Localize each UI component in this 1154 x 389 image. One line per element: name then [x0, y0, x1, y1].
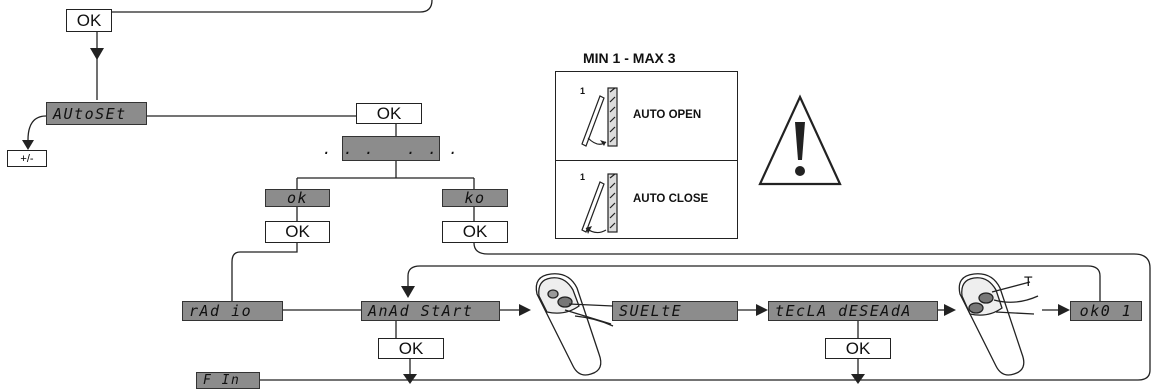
display-fin: F In — [196, 372, 260, 389]
plus-minus-button: +/- — [7, 150, 47, 167]
remote-control-icon-2: T — [958, 273, 1039, 376]
remote-control-icon — [535, 273, 614, 376]
display-autoset: AUtoSEt — [46, 102, 147, 125]
panel-row-number-close: 1 — [580, 172, 586, 182]
panel-row-label-close: AUTO CLOSE — [633, 193, 709, 205]
display-ko: ko — [442, 189, 508, 207]
ok-button-top: OK — [66, 9, 112, 32]
ok-button-anad: OK — [378, 338, 444, 359]
panel-row-number-open: 1 — [580, 86, 586, 96]
panel-divider — [556, 160, 737, 161]
display-tecla: tEcLA dESEAdA — [768, 301, 938, 321]
display-ok01: ok0 1 — [1070, 301, 1142, 321]
panel-title: MIN 1 - MAX 3 — [583, 50, 676, 66]
auto-mode-panel: 1 AUTO OPEN 1 AUTO CLOSE — [555, 71, 738, 239]
display-suelte: SUELtE — [612, 301, 738, 321]
ok-button-tecla: OK — [825, 338, 891, 359]
ok-button-ko-branch: OK — [442, 221, 508, 243]
ok-button-autoset: OK — [356, 103, 422, 124]
panel-row-label-open: AUTO OPEN — [633, 109, 702, 121]
display-radio: rAd io — [182, 301, 283, 321]
display-ok: ok — [265, 189, 330, 207]
display-dots: . . . . . . — [323, 136, 458, 161]
gate-close-icon — [581, 173, 618, 234]
remote-button-letter: T — [1024, 273, 1033, 289]
gate-open-icon — [581, 87, 618, 147]
ok-button-ok-branch: OK — [265, 221, 330, 243]
warning-icon — [758, 94, 842, 186]
display-anad-start: AnAd StArt — [361, 301, 500, 321]
